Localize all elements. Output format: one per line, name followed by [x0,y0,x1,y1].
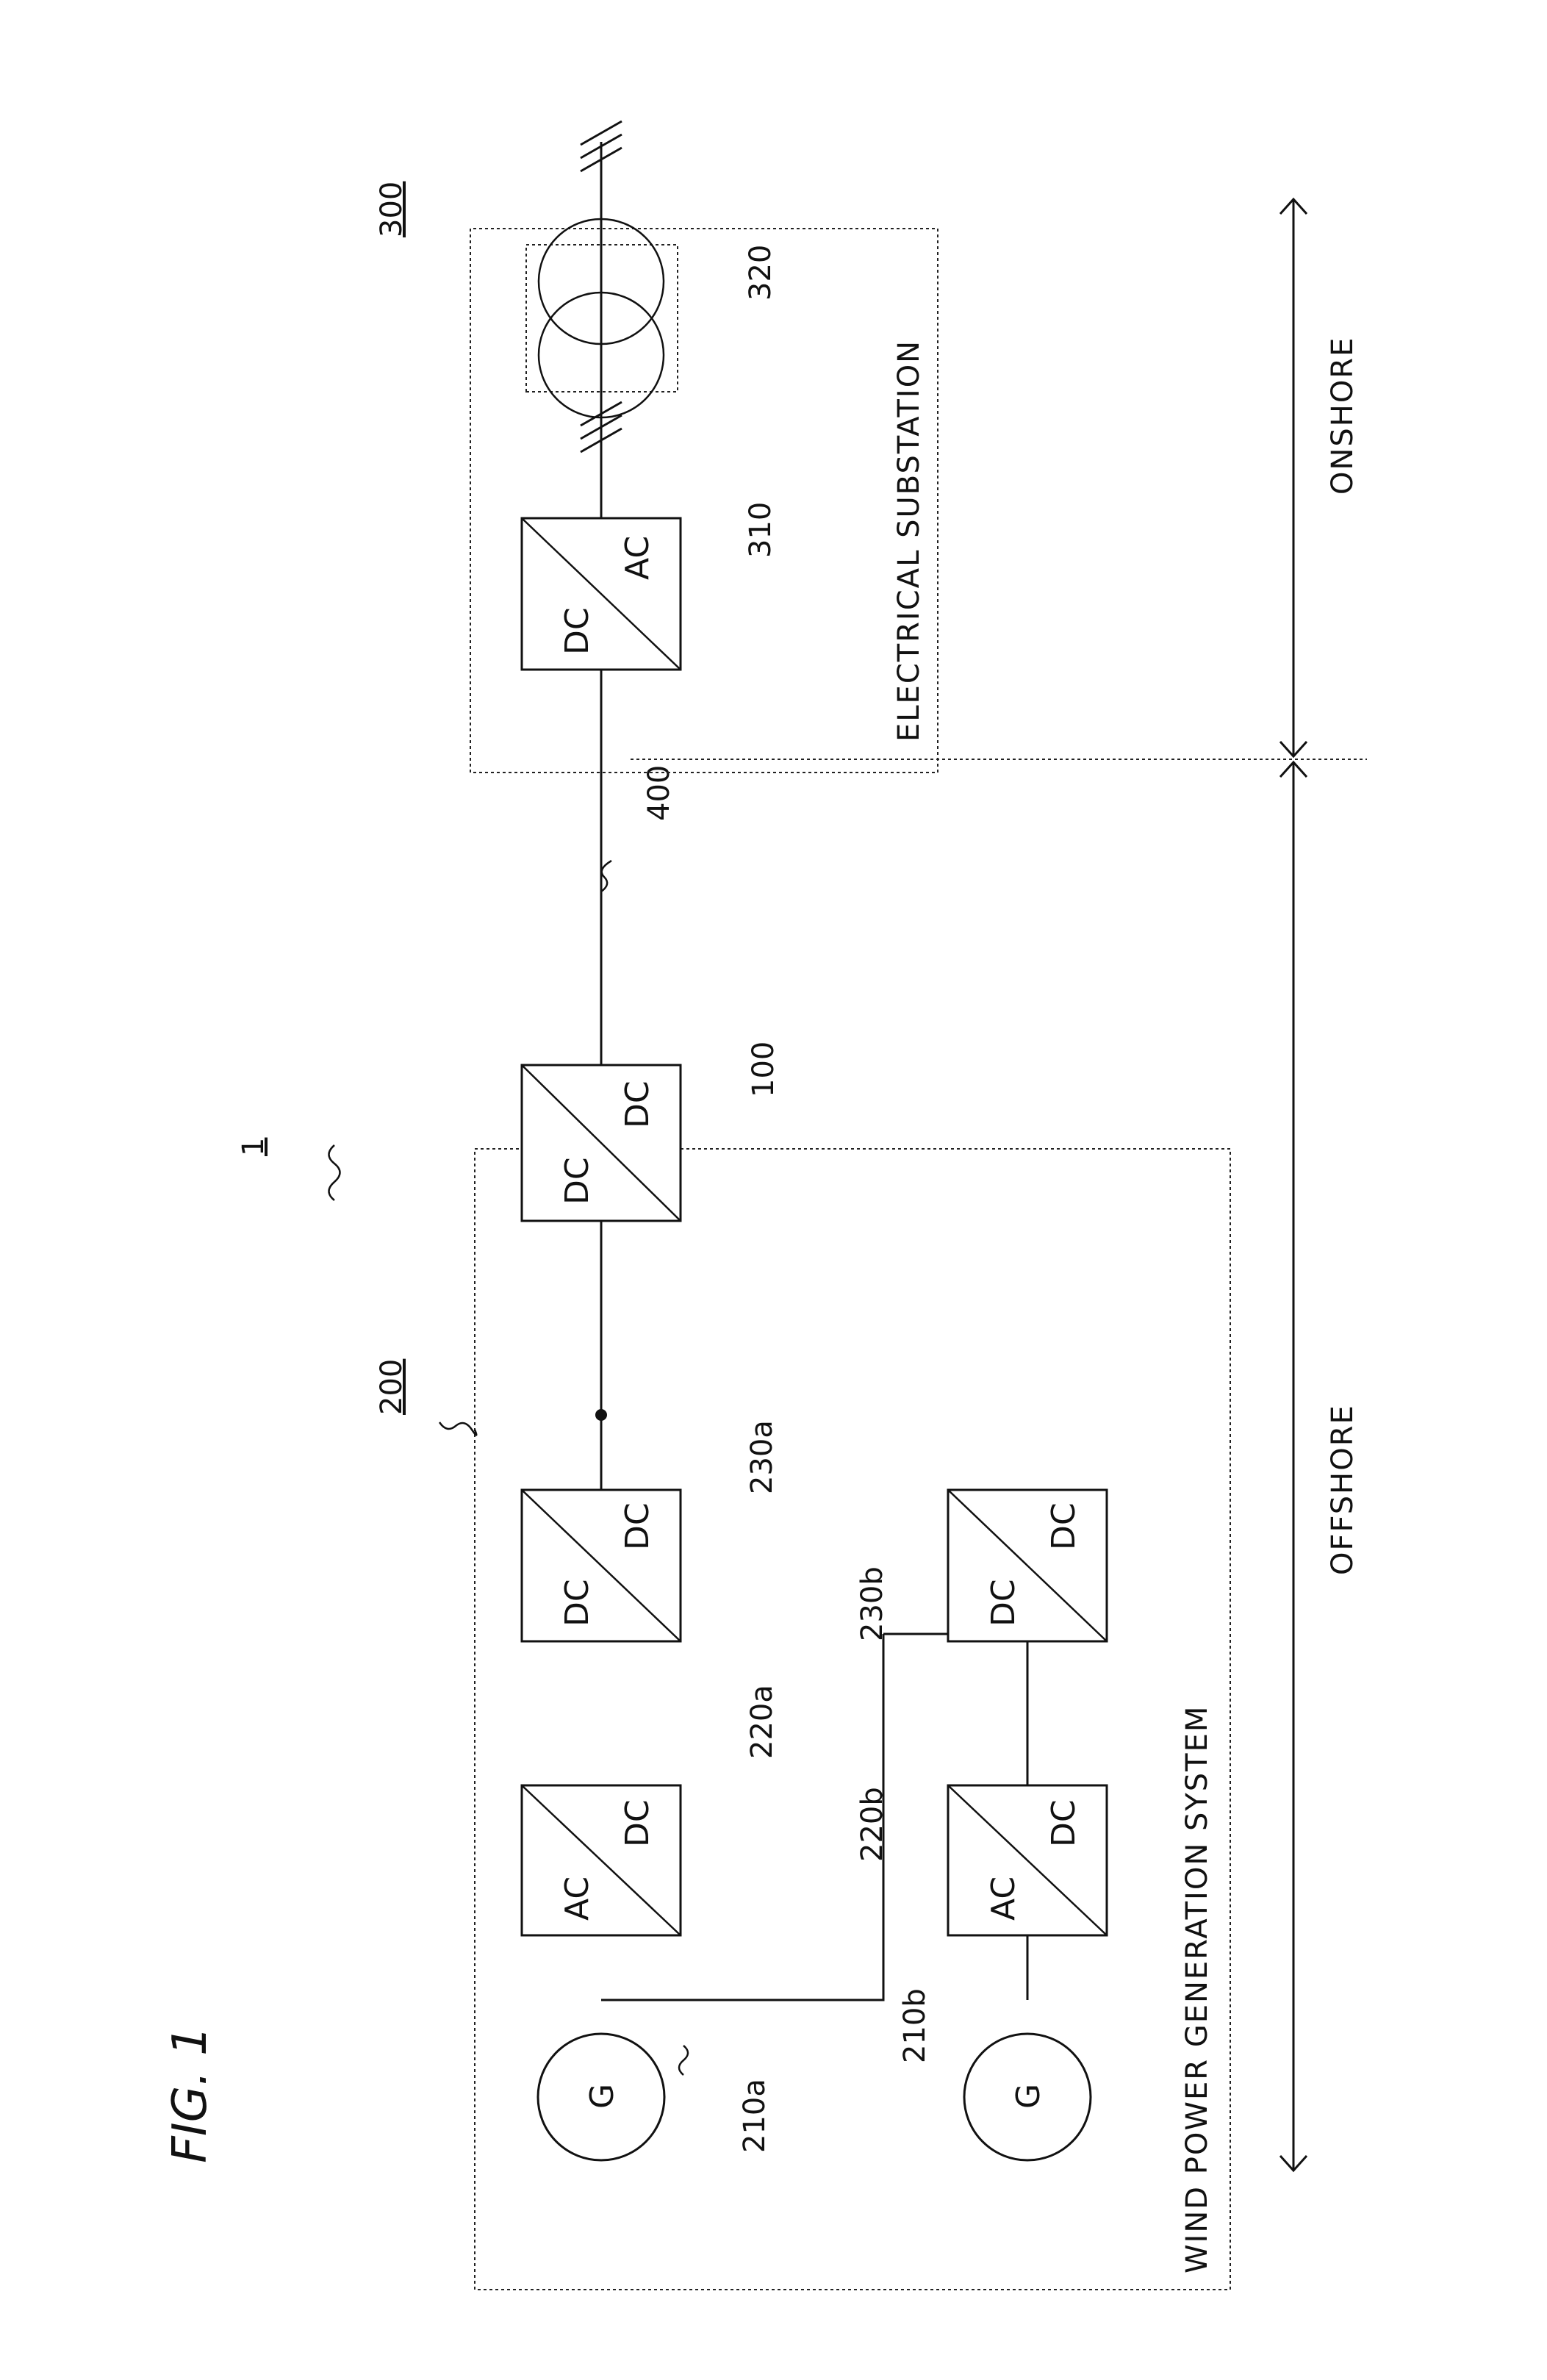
onshore-label: ONSHORE [1326,337,1360,495]
dcdc-b-ref: 230b [855,1566,889,1641]
cable-leader [601,861,611,892]
rectifier-a-in: AC [559,1877,596,1921]
substation-region [470,229,938,773]
dcdc-a-out: DC [619,1502,656,1550]
transformer-ref: 320 [744,245,778,301]
inverter-in: DC [559,607,596,655]
main-converter-in: DC [559,1157,596,1205]
junction-dot [595,1409,607,1421]
rectifier-b-out: DC [1045,1799,1083,1847]
dcdc-a-in: DC [559,1579,596,1627]
main-converter-out: DC [619,1080,656,1128]
system-ref-label: 1 [237,1138,270,1156]
dcdc-b-out: DC [1045,1502,1083,1550]
wind-system-title: WIND POWER GENERATION SYSTEM [1180,1705,1214,2273]
rectifier-b-in: AC [985,1877,1022,1921]
inverter-out: AC [619,536,656,580]
rectifier-a-ref: 220a [745,1685,779,1759]
dcdc-a-ref: 230a [745,1420,779,1494]
inverter-ref: 310 [744,502,778,558]
system-ref-leader [329,1145,340,1200]
wind-system-ref-leader [439,1422,476,1435]
generator-a-ref: 210a [738,2079,772,2153]
figure-label: FIG. 1 [163,2026,218,2163]
cable-ref: 400 [642,765,676,821]
substation-ref: 300 [375,182,409,237]
rectifier-b-ref: 220b [855,1787,889,1862]
generator-a-symbol: G [584,2084,621,2109]
generator-a-leader [679,2046,688,2075]
wind-system-ref: 200 [375,1359,409,1415]
generator-b-symbol: G [1010,2084,1047,2109]
substation-title: ELECTRICAL SUBSTATION [892,340,926,742]
main-converter-ref: 100 [747,1042,780,1097]
generator-b-ref: 210b [898,1988,932,2063]
dcdc-b-in: DC [985,1579,1022,1627]
offshore-label: OFFSHORE [1326,1404,1360,1575]
rectifier-a-out: DC [619,1799,656,1847]
